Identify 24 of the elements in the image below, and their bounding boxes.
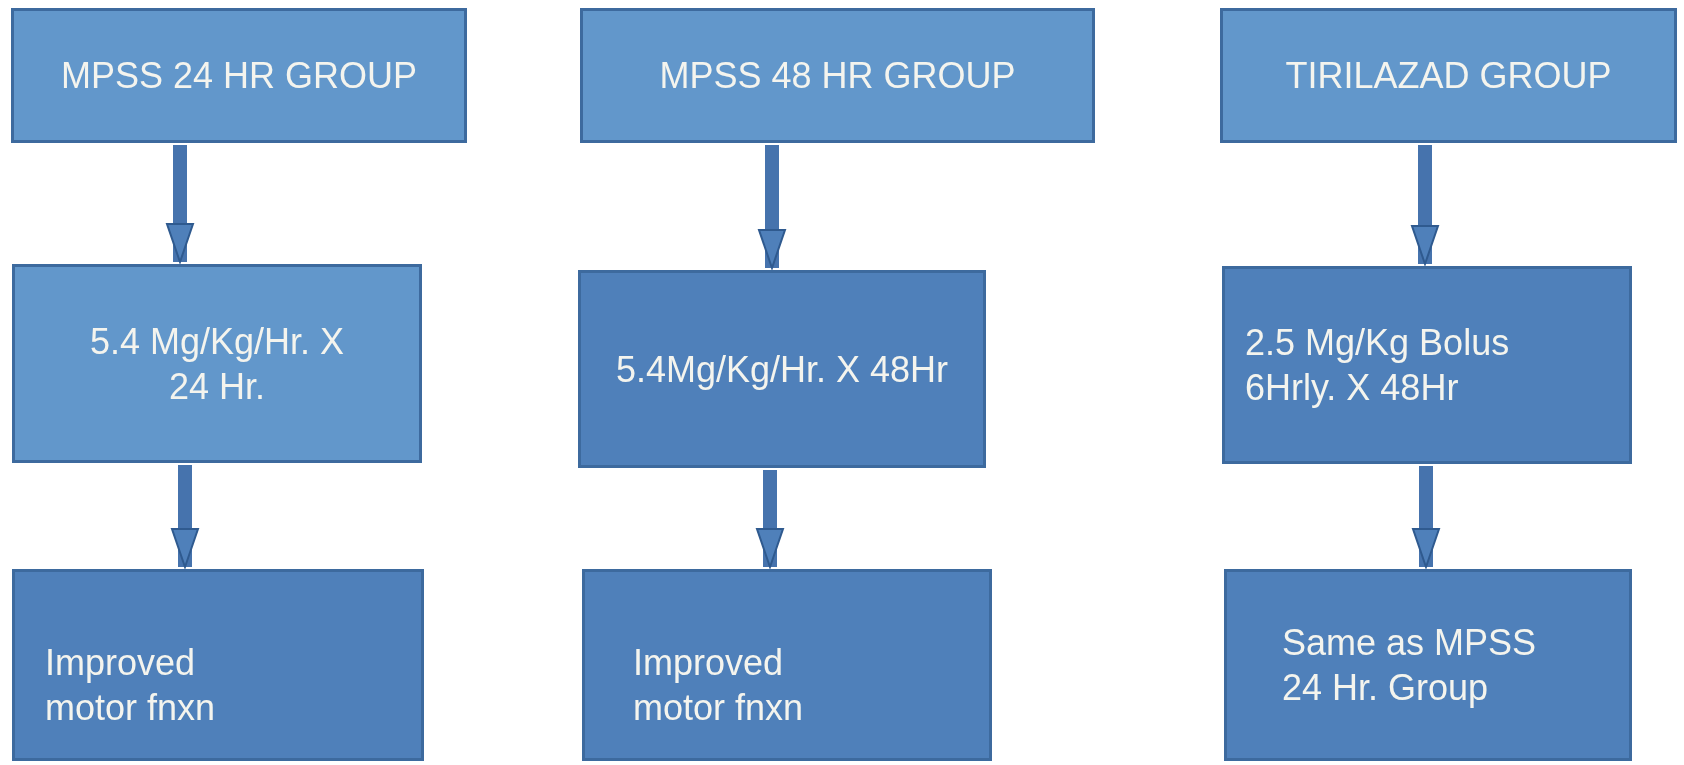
process-box [1220, 8, 1677, 143]
process-box [11, 8, 467, 143]
box-text: Improved motor fnxn [45, 641, 217, 730]
block-arrow [1411, 145, 1439, 265]
box-text: MPSS 48 HR GROUP [659, 54, 1016, 98]
process-box [1224, 569, 1632, 761]
box-text: Improved motor fnxn [633, 641, 805, 730]
block-arrow [756, 470, 784, 568]
box-text: 5.4 Mg/Kg/Hr. X 24 Hr. [88, 319, 346, 409]
process-box [582, 569, 992, 761]
box-text: 2.5 Mg/Kg Bolus 6Hrly. X 48Hr [1245, 321, 1511, 410]
process-box [1222, 266, 1632, 464]
block-arrow [166, 145, 194, 263]
block-arrow [171, 465, 199, 568]
box-text: TIRILAZAD GROUP [1285, 54, 1612, 98]
process-box [12, 264, 422, 463]
box-text: 5.4Mg/Kg/Hr. X 48Hr [615, 347, 949, 392]
process-box [12, 569, 424, 761]
box-text: MPSS 24 HR GROUP [60, 54, 418, 98]
block-arrow [1412, 466, 1440, 568]
block-arrow [758, 145, 786, 269]
process-box [580, 8, 1095, 143]
process-box [578, 270, 986, 468]
box-text: Same as MPSS 24 Hr. Group [1282, 621, 1538, 710]
